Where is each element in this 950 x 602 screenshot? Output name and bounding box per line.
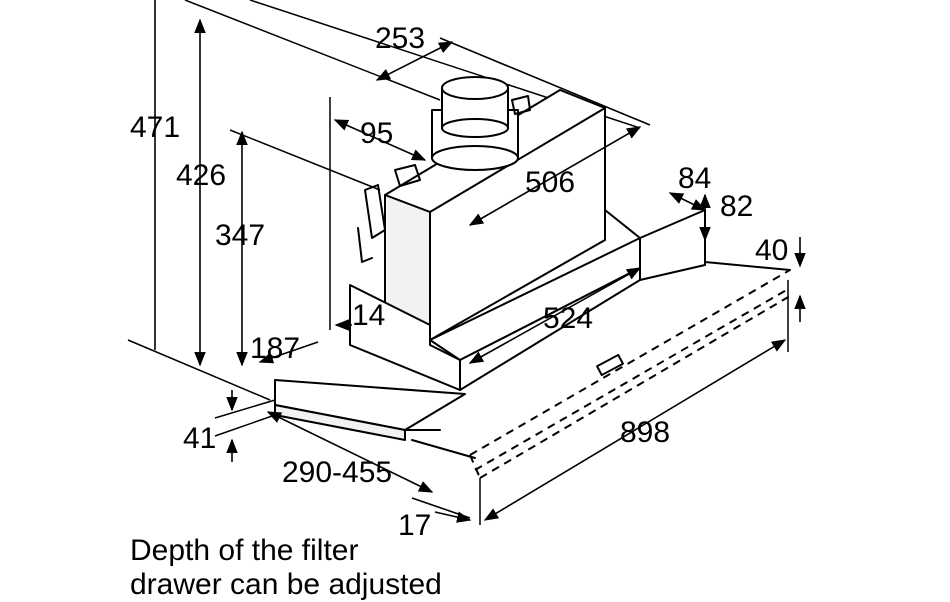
- label-95: 95: [360, 117, 393, 150]
- dim-line-253: [375, 41, 454, 81]
- label-471: 471: [130, 111, 180, 144]
- label-524: 524: [543, 302, 593, 335]
- right-block: [639, 209, 706, 281]
- mounting-clip-left: [357, 95, 531, 263]
- panel-indicator: [596, 353, 624, 377]
- ext-line-347-top: [229, 129, 381, 191]
- caption-line-2: drawer can be adjusted: [130, 568, 442, 601]
- dim-line-95: [333, 119, 427, 161]
- clip-right: [511, 95, 531, 115]
- label-41: 41: [183, 422, 216, 455]
- label-14: 14: [352, 299, 385, 332]
- duct-top-rim: [441, 76, 509, 100]
- dim-line-506: [468, 126, 642, 226]
- label-290-455: 290-455: [282, 456, 392, 489]
- hood-body: [274, 76, 791, 479]
- ext-line-41-b: [214, 414, 276, 437]
- label-40: 40: [755, 234, 788, 267]
- dimension-labels: 471 426 347 253 95 506 524 84 82 40 898 …: [130, 22, 788, 542]
- label-253: 253: [375, 22, 425, 55]
- duct-mid-rim: [441, 118, 509, 138]
- label-82: 82: [720, 190, 753, 223]
- other-dimension-lines: [214, 37, 806, 525]
- height-dimension-lines: [127, 0, 641, 401]
- caption-note: Depth of the filter drawer can be adjust…: [130, 534, 550, 602]
- ext-line-41-a: [214, 399, 276, 419]
- label-84: 84: [678, 162, 711, 195]
- dim-line-17: [434, 511, 472, 523]
- label-347: 347: [215, 219, 265, 252]
- duct-collar: [431, 76, 519, 171]
- right-block-edge: [604, 209, 641, 239]
- dim-line-187: [258, 341, 319, 364]
- label-898: 898: [620, 416, 670, 449]
- dim-line-84: [668, 192, 707, 211]
- ext-line-253: [439, 37, 651, 126]
- label-506: 506: [525, 166, 575, 199]
- panel-connector: [411, 439, 476, 459]
- panel-right-top: [704, 261, 791, 271]
- clip-upper: [394, 164, 421, 187]
- dim-line-898: [483, 339, 787, 521]
- panel-left-edge: [469, 454, 481, 479]
- clip-left-hook: [357, 227, 373, 263]
- label-17: 17: [398, 509, 431, 542]
- clip-left: [364, 184, 386, 239]
- label-187: 187: [250, 332, 300, 365]
- caption-line-1: Depth of the filter: [130, 534, 359, 567]
- ext-line-top: [184, 0, 441, 101]
- duct-lower-rim: [431, 145, 519, 171]
- dim-line-290-455: [266, 411, 434, 493]
- ext-line-base: [127, 339, 271, 401]
- label-426: 426: [176, 159, 226, 192]
